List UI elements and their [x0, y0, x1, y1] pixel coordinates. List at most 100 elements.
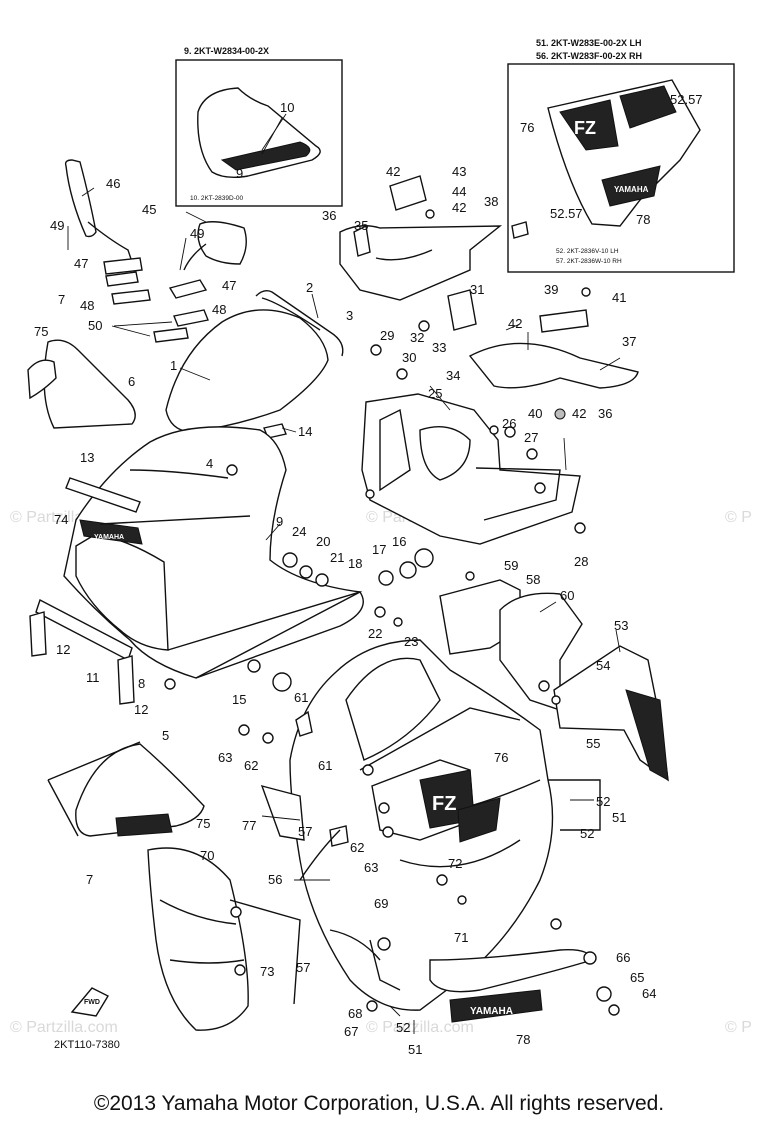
callout-63a: 63 — [218, 750, 232, 765]
plate-39 — [539, 309, 589, 333]
callout-42c: 42 — [508, 316, 522, 331]
callout-75a: 75 — [34, 324, 48, 339]
callout-30: 30 — [402, 350, 416, 365]
callout-76a: 76 — [494, 750, 508, 765]
side-cowl: FZ YAMAHA — [229, 639, 620, 1023]
leader-lines — [81, 113, 621, 1034]
callout-38: 38 — [484, 194, 498, 209]
windshield — [27, 289, 344, 439]
watermark-bottom-right: © P — [725, 1019, 752, 1036]
callout-7b: 7 — [86, 872, 93, 887]
callout-15: 15 — [232, 692, 246, 707]
inset-left: 9. 2KT-W2834-00-2X 10. 2KT-2839D-00 — [175, 46, 343, 207]
callout-32: 32 — [410, 330, 424, 345]
callout-60: 60 — [560, 588, 574, 603]
callout-47a: 47 — [74, 256, 88, 271]
callout-21: 21 — [330, 550, 344, 565]
callout-62a: 62 — [244, 758, 258, 773]
callout-48b: 48 — [212, 302, 226, 317]
callout-45: 45 — [142, 202, 156, 217]
inset-left-header: 9. 2KT-W2834-00-2X — [184, 46, 269, 56]
callout-70: 70 — [200, 848, 214, 863]
callout-29: 29 — [380, 328, 394, 343]
copyright-notice: ©2013 Yamaha Motor Corporation, U.S.A. A… — [93, 1092, 665, 1115]
inset-right-header-2: 56. 2KT-W283F-00-2X RH — [536, 51, 642, 61]
cover-12a — [29, 611, 47, 657]
callout-71: 71 — [454, 930, 468, 945]
callout-22: 22 — [368, 626, 382, 641]
callout-56: 56 — [268, 872, 282, 887]
callout-36b: 36 — [598, 406, 612, 421]
strip-13 — [65, 477, 141, 513]
callout-4: 4 — [206, 456, 213, 471]
callout-9-inset: 9 — [236, 166, 243, 181]
inset-right-footer-2: 57. 2KT-2836W-10 RH — [556, 258, 622, 265]
hardware-center — [282, 548, 434, 627]
callout-11: 11 — [86, 670, 100, 685]
callout-53: 53 — [614, 618, 628, 633]
callout-24: 24 — [292, 524, 306, 539]
callout-25: 25 — [428, 386, 442, 401]
inset-right-frame — [507, 63, 735, 273]
callout-16: 16 — [392, 534, 406, 549]
callout-10: 10 — [280, 100, 294, 115]
callout-54: 54 — [596, 658, 610, 673]
inset-left-footer: 10. 2KT-2839D-00 — [190, 195, 244, 202]
fwd-text: FWD — [84, 999, 100, 1006]
lower-yamaha-decal-78 — [449, 989, 543, 1023]
callout-66: 66 — [616, 950, 630, 965]
callout-41: 41 — [612, 290, 626, 305]
panel-34 — [468, 342, 639, 389]
bracket-55 — [625, 689, 669, 781]
decal-75 — [27, 359, 57, 400]
inset-right-footer-1: 52. 2KT-2836V-10 LH — [556, 248, 619, 255]
callout-27: 27 — [524, 430, 538, 445]
windshield-1 — [165, 309, 329, 433]
callout-28: 28 — [574, 554, 588, 569]
inset-right-header-1: 51. 2KT-W283E-00-2X LH — [536, 38, 642, 48]
lower-screen — [47, 741, 205, 837]
callout-20: 20 — [316, 534, 330, 549]
callout-26: 26 — [502, 416, 516, 431]
callout-44: 44 — [452, 184, 466, 199]
inset-right: 51. 2KT-W283E-00-2X LH 56. 2KT-W283F-00-… — [507, 38, 735, 273]
lower-cowl-left: FWD — [70, 847, 249, 1031]
callout-75b: 75 — [196, 816, 210, 831]
callout-42d: 42 — [572, 406, 586, 421]
bracket-60 — [499, 592, 583, 711]
fz-decal-text: FZ — [432, 793, 456, 815]
screen-5 — [75, 743, 205, 837]
lower-yamaha-text: YAMAHA — [470, 1006, 513, 1017]
upper-yamaha-decal — [79, 519, 143, 545]
panel-35 — [339, 225, 503, 301]
callout-36a: 36 — [322, 208, 336, 223]
callout-9: 9 — [276, 514, 283, 529]
callout-12a: 12 — [56, 642, 70, 657]
inset-windshield-trim — [220, 141, 311, 171]
inset-fz-decal — [559, 99, 619, 151]
callout-34: 34 — [446, 368, 460, 383]
callout-51b: 51 — [612, 810, 626, 825]
mirror-45 — [197, 221, 247, 265]
callout-65: 65 — [630, 970, 644, 985]
bracket-31 — [447, 289, 477, 331]
watermark-right: © P — [725, 509, 752, 526]
callout-40: 40 — [528, 406, 542, 421]
callout-33: 33 — [432, 340, 446, 355]
headlight-opening — [75, 533, 169, 651]
callout-48a: 48 — [80, 298, 94, 313]
callout-64: 64 — [642, 986, 656, 1001]
callout-2: 2 — [306, 280, 313, 295]
callout-68: 68 — [348, 1006, 362, 1021]
upper-yamaha-text: YAMAHA — [94, 534, 124, 541]
callout-18: 18 — [348, 556, 362, 571]
callouts: 10 9 46 49 45 49 47 48 47 48 50 7 75 6 2… — [34, 92, 703, 1057]
callout-67: 67 — [344, 1024, 358, 1039]
callout-8: 8 — [138, 676, 145, 691]
callout-58: 58 — [526, 572, 540, 587]
panel-77 — [260, 784, 305, 841]
callout-52-57-inset-a: 52.57 — [670, 92, 703, 107]
callout-37: 37 — [622, 334, 636, 349]
callout-39: 39 — [544, 282, 558, 297]
